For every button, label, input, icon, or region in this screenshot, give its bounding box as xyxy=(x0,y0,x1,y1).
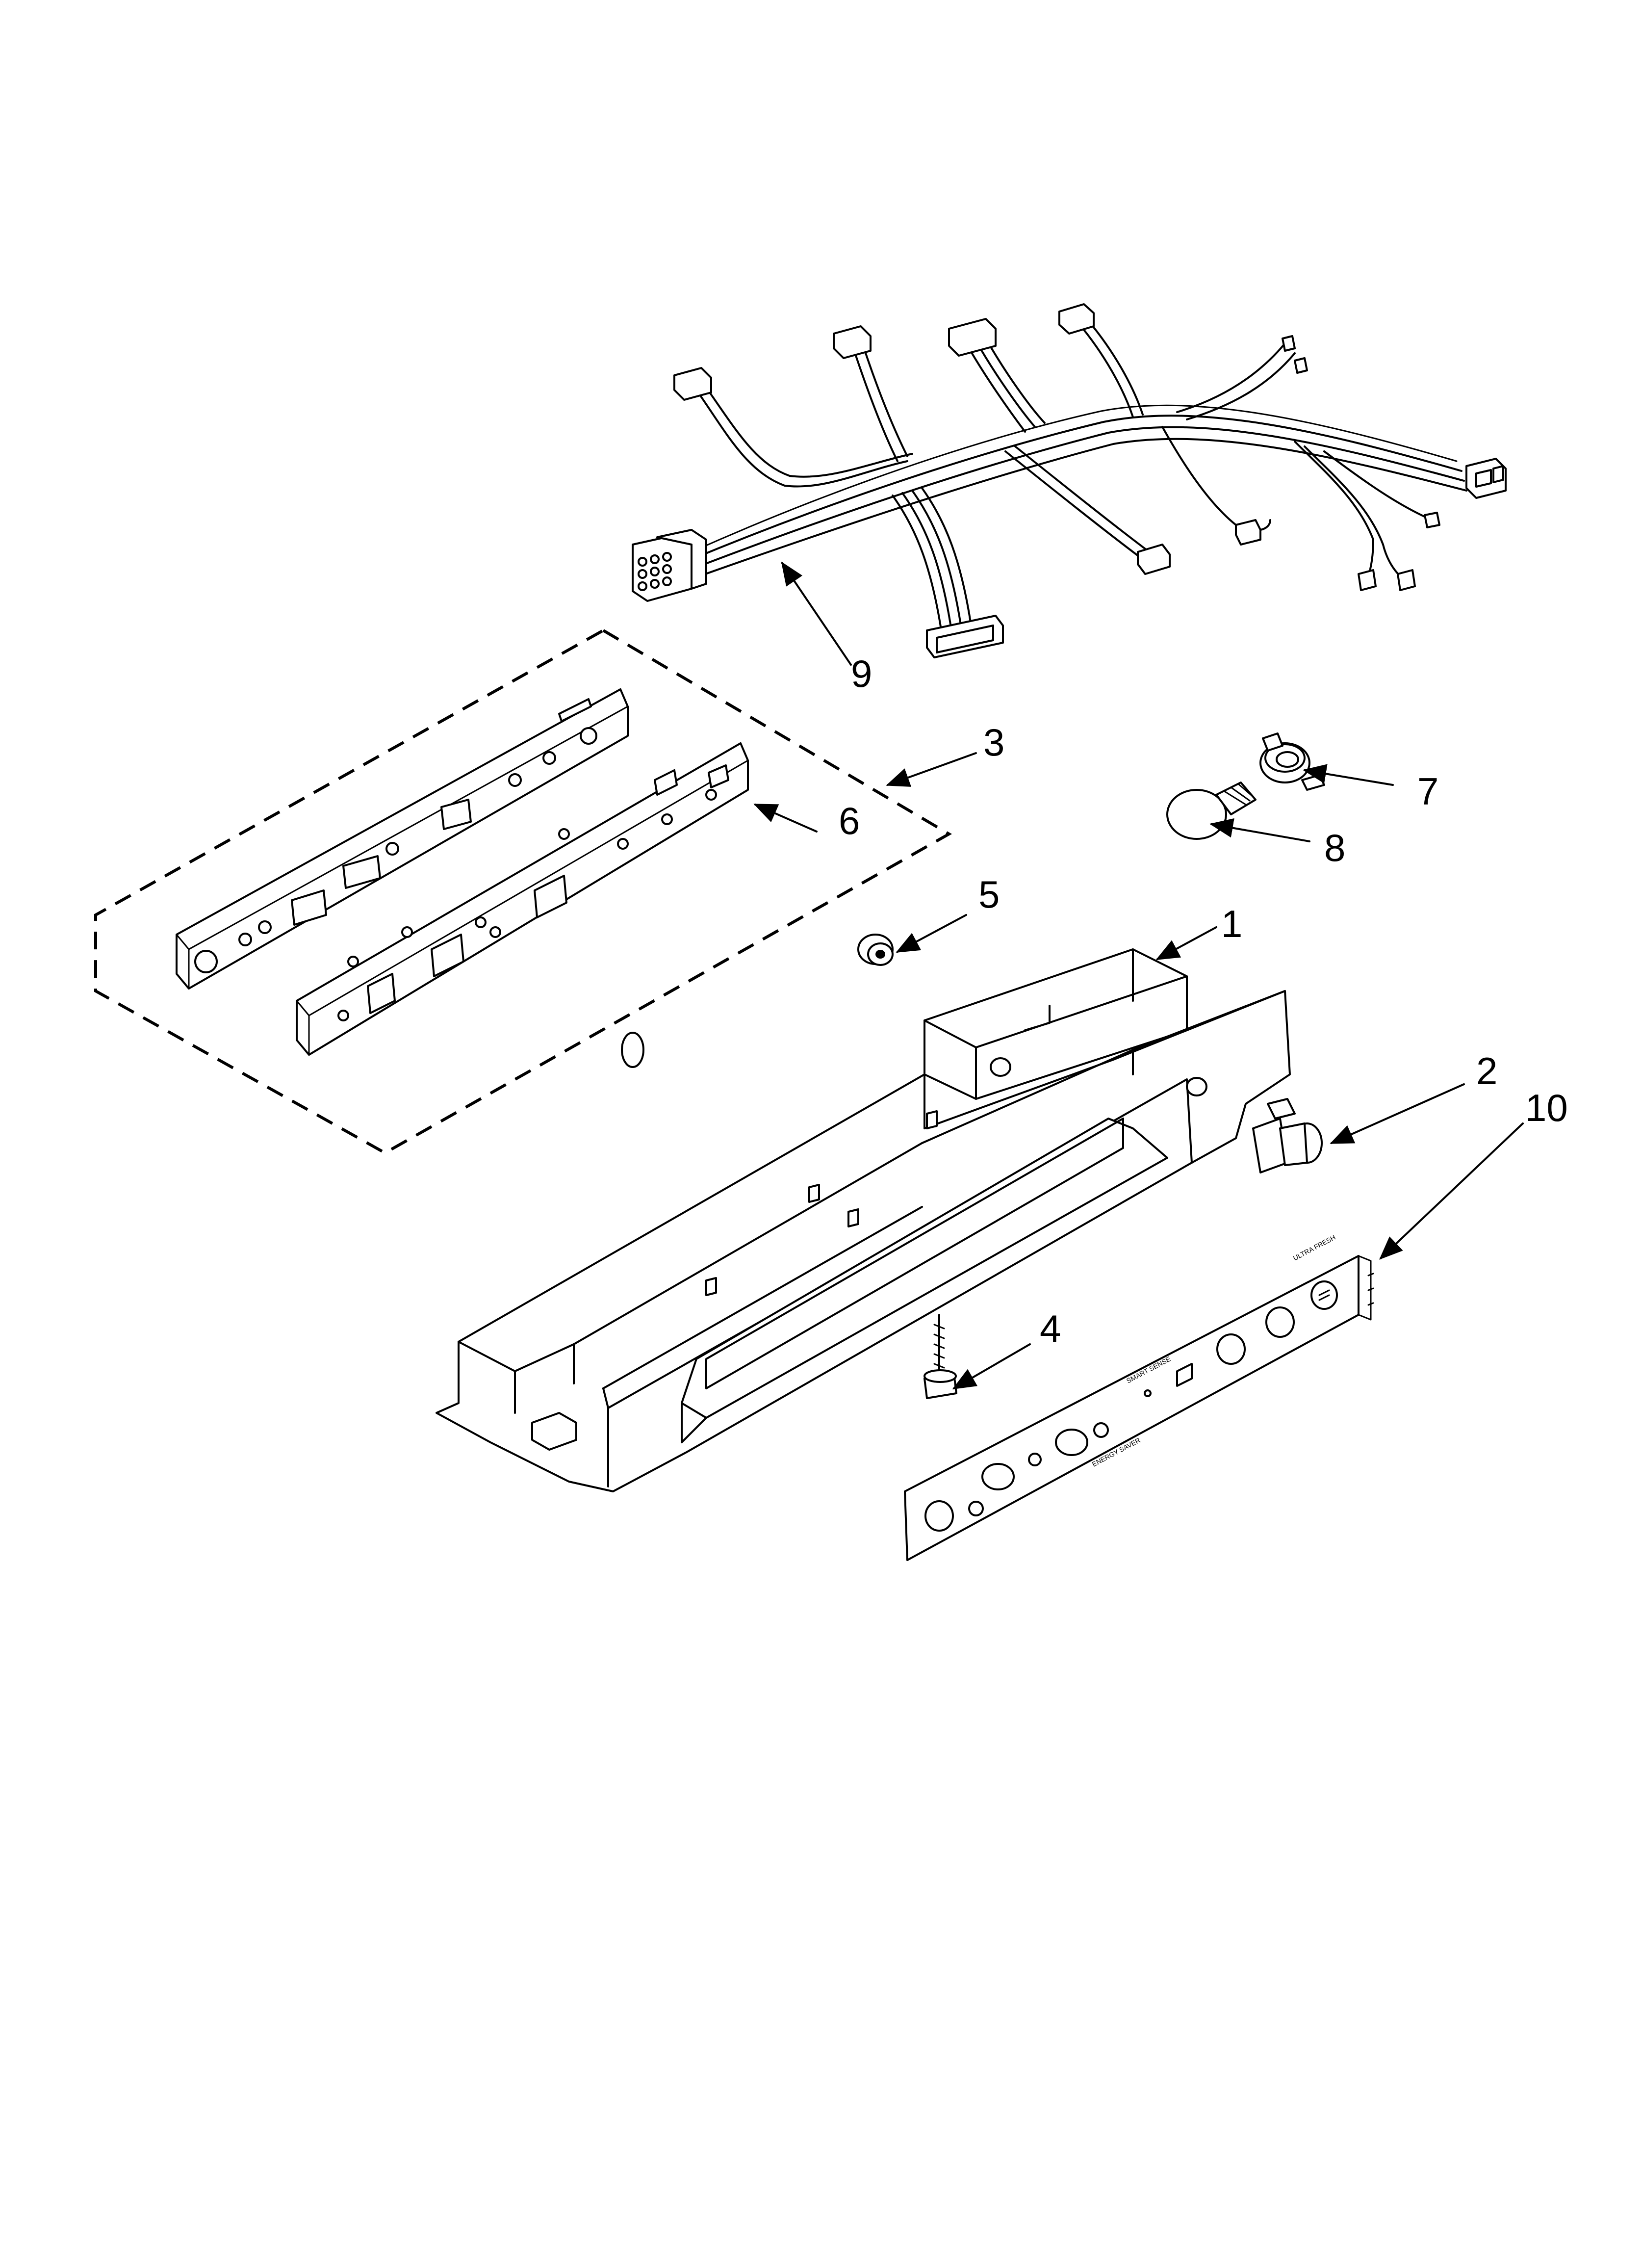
callout-10: 10 xyxy=(1525,1086,1568,1129)
assembly-boundary xyxy=(94,628,952,1155)
harness-main-connector xyxy=(632,529,707,602)
control-board-rear xyxy=(176,688,629,990)
callout-labels: 1 2 3 4 5 6 7 8 9 10 xyxy=(839,652,1568,1350)
screw xyxy=(924,1314,957,1399)
door-switch xyxy=(1252,1098,1323,1173)
bulb-socket xyxy=(1259,732,1325,791)
callout-2: 2 xyxy=(1476,1049,1497,1093)
callout-6: 6 xyxy=(839,799,860,842)
callout-5: 5 xyxy=(978,873,1000,916)
control-housing xyxy=(436,948,1291,1492)
callout-3: 3 xyxy=(983,721,1004,764)
grommet xyxy=(857,934,894,966)
callout-9: 9 xyxy=(851,652,872,695)
callout-8: 8 xyxy=(1324,826,1345,869)
wire-harness xyxy=(632,303,1507,658)
control-board-front xyxy=(296,742,749,1056)
callout-4: 4 xyxy=(1040,1307,1061,1350)
callout-7: 7 xyxy=(1417,770,1438,813)
leader-lines xyxy=(753,561,1524,1390)
callout-1: 1 xyxy=(1221,902,1242,945)
svg-text:ULTRA FRESH: ULTRA FRESH xyxy=(1292,1233,1337,1262)
